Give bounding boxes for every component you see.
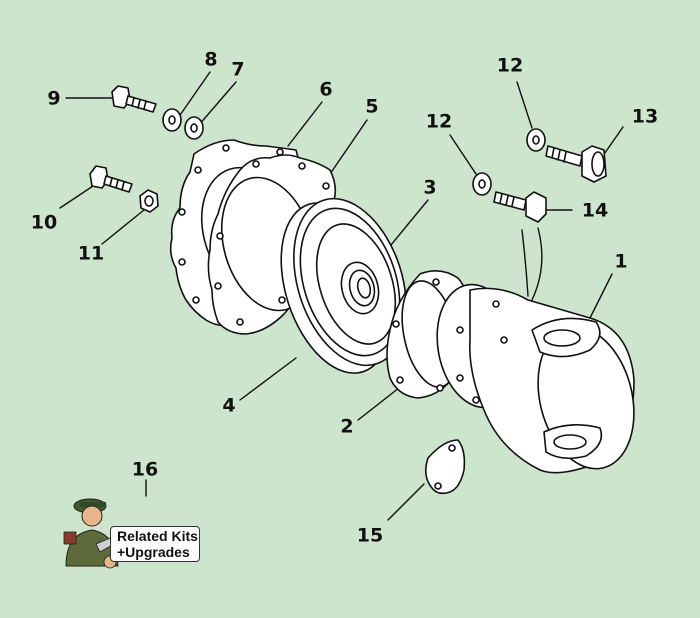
part-14-bolt [493, 191, 547, 223]
callout-7[interactable]: 7 [231, 58, 245, 81]
part-10-bolt [89, 165, 133, 193]
callout-12-upper[interactable]: 12 [496, 54, 524, 77]
callout-12-lower[interactable]: 12 [425, 110, 453, 133]
part-9-bolt [111, 85, 157, 113]
callout-14[interactable]: 14 [581, 199, 609, 222]
callout-16[interactable]: 16 [131, 458, 159, 481]
leader-lines [59, 71, 624, 521]
part-15-plate [424, 439, 466, 495]
part-3-seal [340, 261, 380, 315]
part-12-washer-lower [472, 172, 492, 196]
part-1-housing [436, 283, 635, 474]
related-kits-text: Related Kits [117, 528, 198, 544]
related-kits-label: Related Kits +Upgrades [110, 526, 200, 562]
callout-4[interactable]: 4 [222, 394, 236, 417]
callout-6[interactable]: 6 [319, 78, 333, 101]
related-kits-button[interactable]: Related Kits +Upgrades [52, 492, 206, 570]
upgrades-text: +Upgrades [117, 544, 190, 560]
callout-13[interactable]: 13 [631, 105, 659, 128]
callout-2[interactable]: 2 [340, 415, 354, 438]
callout-8[interactable]: 8 [204, 48, 218, 71]
part-11-nut [139, 189, 159, 213]
callout-3[interactable]: 3 [423, 176, 437, 199]
callout-15[interactable]: 15 [356, 524, 384, 547]
part-13-bolt [545, 145, 607, 183]
part-12-washer-upper [526, 128, 546, 152]
callout-5[interactable]: 5 [365, 95, 379, 118]
callout-1[interactable]: 1 [614, 250, 628, 273]
callout-9[interactable]: 9 [47, 87, 61, 110]
callout-10[interactable]: 10 [30, 211, 58, 234]
part-7-washer [184, 116, 204, 140]
callout-11[interactable]: 11 [77, 242, 105, 265]
part-8-washer [162, 108, 182, 132]
